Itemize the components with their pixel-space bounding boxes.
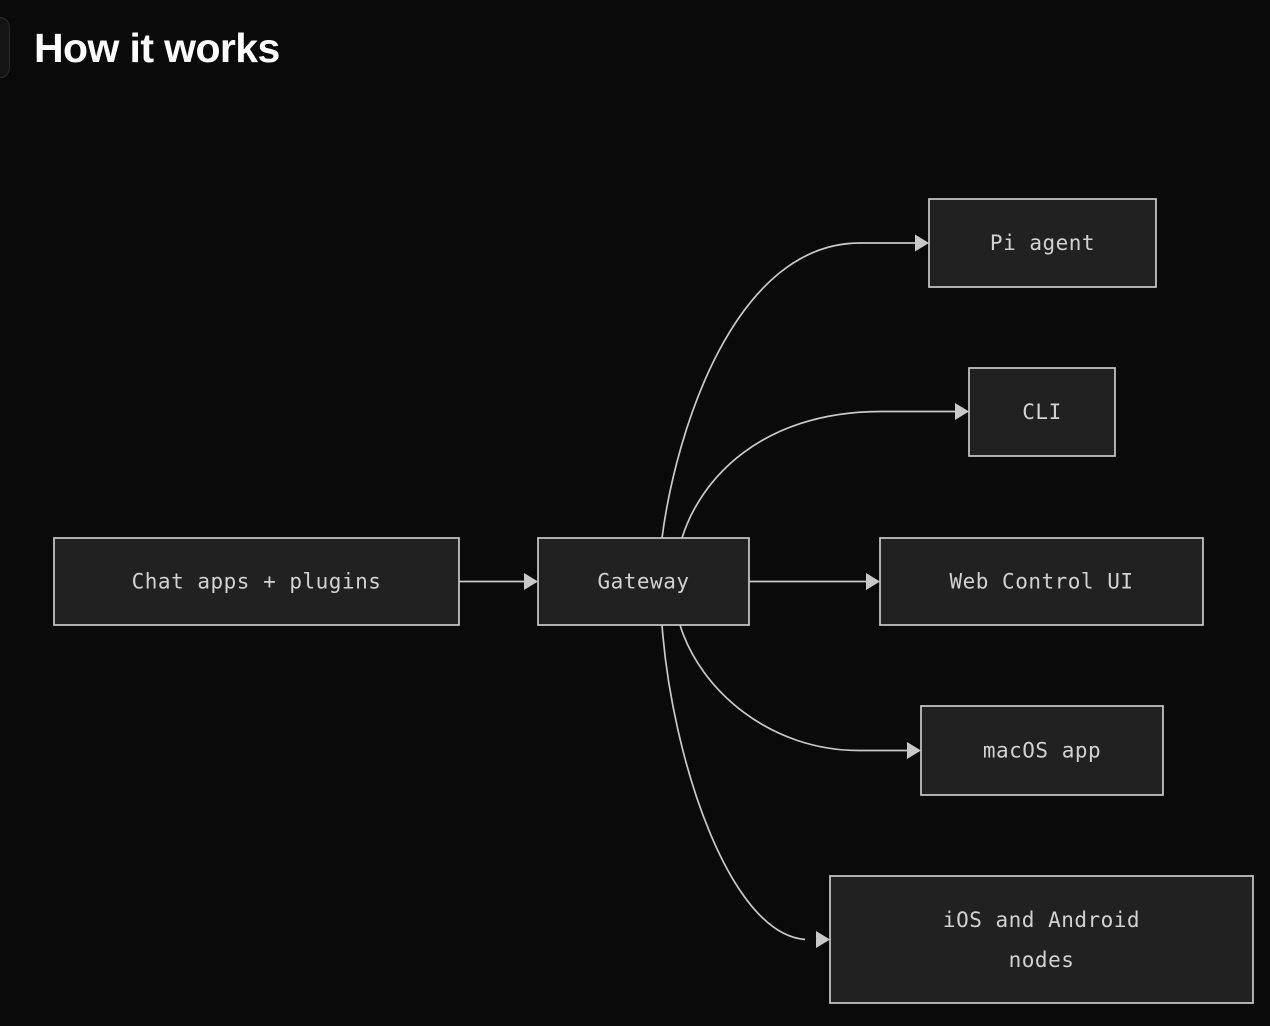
node-label-pi-agent: Pi agent bbox=[990, 231, 1095, 255]
edge-gateway-to-macos-app bbox=[679, 624, 921, 759]
page-title: How it works bbox=[34, 25, 280, 71]
node-label-chat-apps-plugins: Chat apps + plugins bbox=[132, 570, 382, 594]
edge-gateway-to-cli bbox=[681, 403, 969, 539]
edge-gateway-to-mobile-nodes bbox=[661, 624, 830, 948]
edge-chat-to-gateway bbox=[459, 573, 538, 590]
node-label-web-control-ui: Web Control UI bbox=[949, 570, 1133, 594]
edge-gateway-to-web-control-ui bbox=[749, 573, 880, 590]
node-cli[interactable]: CLI bbox=[968, 367, 1116, 457]
node-macos-app[interactable]: macOS app bbox=[920, 705, 1164, 796]
edge-gateway-to-pi-agent bbox=[661, 234, 929, 539]
node-web-control-ui[interactable]: Web Control UI bbox=[879, 537, 1204, 626]
node-label-gateway: Gateway bbox=[597, 570, 689, 594]
node-label-mobile-nodes-line-1: iOS and Android bbox=[943, 908, 1140, 932]
node-mobile-nodes[interactable]: iOS and Android nodes bbox=[829, 875, 1254, 1004]
node-chat-apps-plugins[interactable]: Chat apps + plugins bbox=[53, 537, 460, 626]
node-pi-agent[interactable]: Pi agent bbox=[928, 198, 1157, 288]
node-label-mobile-nodes-line-2: nodes bbox=[1009, 948, 1075, 972]
node-gateway[interactable]: Gateway bbox=[537, 537, 750, 626]
node-label-macos-app: macOS app bbox=[983, 739, 1101, 763]
node-label-cli: CLI bbox=[1022, 400, 1061, 424]
